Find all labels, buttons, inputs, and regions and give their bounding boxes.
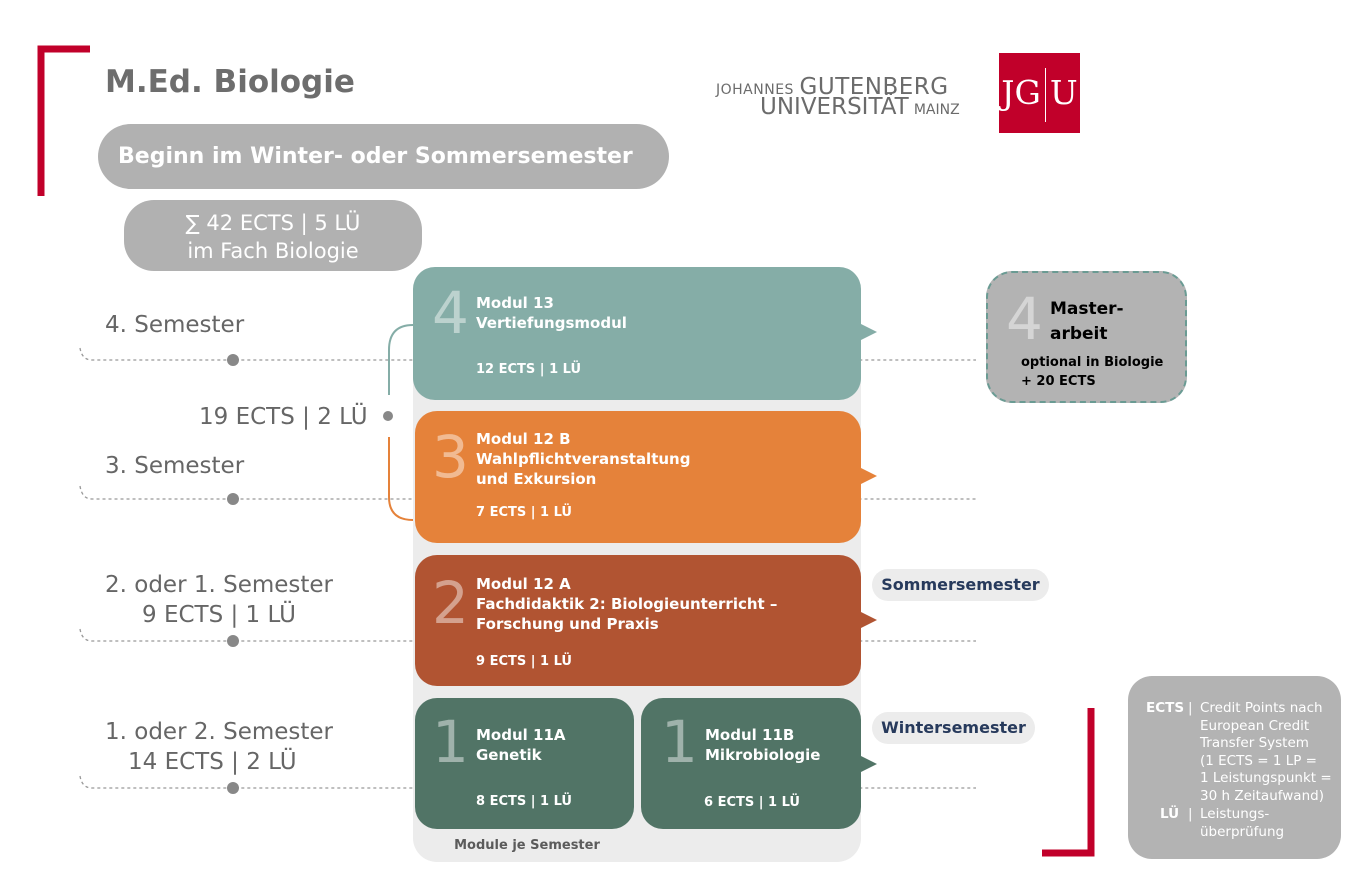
- module-12b-pointer: [861, 468, 877, 484]
- module-13-name-line2: Vertiefungsmodul: [476, 314, 627, 332]
- module-13-ects: 12 ECTS | 1 LÜ: [476, 362, 582, 377]
- module-12b-name-line3: und Exkursion: [476, 470, 597, 488]
- semester-3-label: 3. Semester: [105, 453, 245, 479]
- module-11b-name-line2: Mikrobiologie: [705, 746, 821, 764]
- total-ects-line2: im Fach Biologie: [187, 239, 359, 263]
- legend-box: ECTS | Credit Points nach European Credi…: [1128, 676, 1341, 859]
- module-12a-name-line1: Modul 12 A: [476, 575, 571, 593]
- master-info: optional in Biologie + 20 ECTS: [1021, 353, 1163, 391]
- module-11a-name-line2: Genetik: [476, 746, 542, 764]
- legend-ects-l4: (1 ECTS = 1 LP =: [1200, 752, 1317, 769]
- master-info-line1: optional in Biologie: [1021, 355, 1164, 370]
- module-11a-card: 1 Modul 11A Genetik 8 ECTS | 1 LÜ: [415, 698, 634, 829]
- module-12b-ects: 7 ECTS | 1 LÜ: [476, 505, 572, 520]
- module-13-number: 4: [432, 279, 469, 347]
- master-info-line2: + 20 ECTS: [1021, 374, 1096, 389]
- legend-lu-l1: Leistungs-: [1200, 806, 1270, 822]
- legend-ects-key: ECTS: [1146, 700, 1185, 716]
- module-11b-pointer: [861, 756, 877, 772]
- module-12a-card: 2 Modul 12 A Fachdidaktik 2: Biologieunt…: [415, 555, 877, 686]
- module-11b-ects: 6 ECTS | 1 LÜ: [704, 795, 800, 810]
- university-logo-line2: UNIVERSITÄT MAINZ: [760, 94, 960, 120]
- master-thesis-card: 4 Master- arbeit optional in Biologie + …: [986, 271, 1187, 403]
- module-12b-name-line1: Modul 12 B: [476, 430, 571, 448]
- logo-big-word-2: UNIVERSITÄT: [760, 94, 909, 120]
- jgu-logo-left: JG: [1001, 73, 1041, 112]
- module-12a-name: Modul 12 A Fachdidaktik 2: Biologieunter…: [476, 574, 777, 634]
- module-13-pointer: [861, 324, 877, 340]
- module-11b-number: 1: [661, 708, 698, 776]
- total-ects-pill: ∑ 42 ECTS | 5 LÜ im Fach Biologie: [124, 200, 422, 271]
- module-12a-name-line2: Fachdidaktik 2: Biologieunterricht –: [476, 595, 778, 613]
- legend-ects-l5: 1 Leistungspunkt =: [1200, 770, 1332, 786]
- winter-semester-tag: Wintersemester: [872, 712, 1035, 744]
- semester-2-ects: 9 ECTS | 1 LÜ: [142, 602, 297, 628]
- module-12b-name: Modul 12 B Wahlpflichtveranstaltung und …: [476, 429, 690, 489]
- module-11a-name-line1: Modul 11A: [476, 726, 566, 744]
- module-12b-card: 3 Modul 12 B Wahlpflichtveranstaltung un…: [415, 411, 877, 543]
- module-13-name: Modul 13 Vertiefungsmodul: [476, 293, 627, 333]
- legend-ects-l6: 30 h Zeitaufwand): [1200, 787, 1324, 804]
- module-11a-number: 1: [432, 708, 469, 776]
- jgu-logo-divider: [1044, 68, 1046, 122]
- legend-lu-l2: überprüfung: [1200, 823, 1285, 840]
- page-title: M.Ed. Biologie: [105, 64, 355, 100]
- begin-pill: Beginn im Winter- oder Sommersemester: [98, 124, 669, 189]
- logo-big-word: GUTENBERG: [799, 74, 949, 100]
- master-title-line1: Master-: [1050, 299, 1124, 319]
- logo-small-word: Johannes: [716, 82, 794, 98]
- total-ects-line1: ∑ 42 ECTS | 5 LÜ: [185, 211, 361, 235]
- master-title: Master- arbeit: [1050, 297, 1124, 347]
- semester-2-label: 2. oder 1. Semester: [105, 572, 334, 598]
- module-11b-name: Modul 11B Mikrobiologie: [705, 725, 820, 765]
- jgu-logo-right: U: [1049, 73, 1078, 112]
- module-12a-name-line3: Forschung und Praxis: [476, 615, 659, 633]
- semester-1-label: 1. oder 2. Semester: [105, 719, 334, 745]
- legend-ects-l3: Transfer System: [1200, 735, 1309, 751]
- modules-panel-label: Module je Semester: [454, 838, 600, 853]
- legend-ects-l2: European Credit: [1200, 717, 1310, 734]
- legend-ects-l1: Credit Points nach: [1200, 700, 1323, 716]
- module-11b-card: 1 Modul 11B Mikrobiologie 6 ECTS | 1 LÜ: [641, 698, 877, 829]
- module-11b-name-line1: Modul 11B: [705, 726, 795, 744]
- module-11a-ects: 8 ECTS | 1 LÜ: [476, 794, 572, 809]
- module-12a-ects: 9 ECTS | 1 LÜ: [476, 654, 572, 669]
- module-13-name-line1: Modul 13: [476, 294, 554, 312]
- module-12b-number: 3: [432, 423, 469, 491]
- legend-sep-2: |: [1188, 806, 1193, 822]
- master-number: 4: [1006, 285, 1043, 353]
- master-title-line2: arbeit: [1050, 324, 1108, 344]
- module-11a-name: Modul 11A Genetik: [476, 725, 566, 765]
- module-12b-name-line2: Wahlpflichtveranstaltung: [476, 450, 691, 468]
- summer-semester-tag: Sommersemester: [872, 569, 1049, 601]
- legend-lu-text: Leistungs- überprüfung: [1200, 806, 1284, 841]
- legend-sep-1: |: [1188, 700, 1193, 716]
- semester-1-ects: 14 ECTS | 2 LÜ: [128, 749, 297, 775]
- module-13-card: 4 Modul 13 Vertiefungsmodul 12 ECTS | 1 …: [413, 267, 877, 400]
- module-12a-number: 2: [432, 569, 469, 637]
- legend-ects-text: Credit Points nach European Credit Trans…: [1200, 700, 1332, 805]
- university-logo-line1: Johannes GUTENBERG: [716, 74, 949, 100]
- legend-lu-key: LÜ: [1160, 806, 1180, 822]
- logo-small-word-2: MAINZ: [913, 102, 960, 118]
- module-12a-pointer: [861, 612, 877, 628]
- semester-3-4-ects: 19 ECTS | 2 LÜ: [199, 404, 368, 430]
- semester-4-label: 4. Semester: [105, 312, 245, 338]
